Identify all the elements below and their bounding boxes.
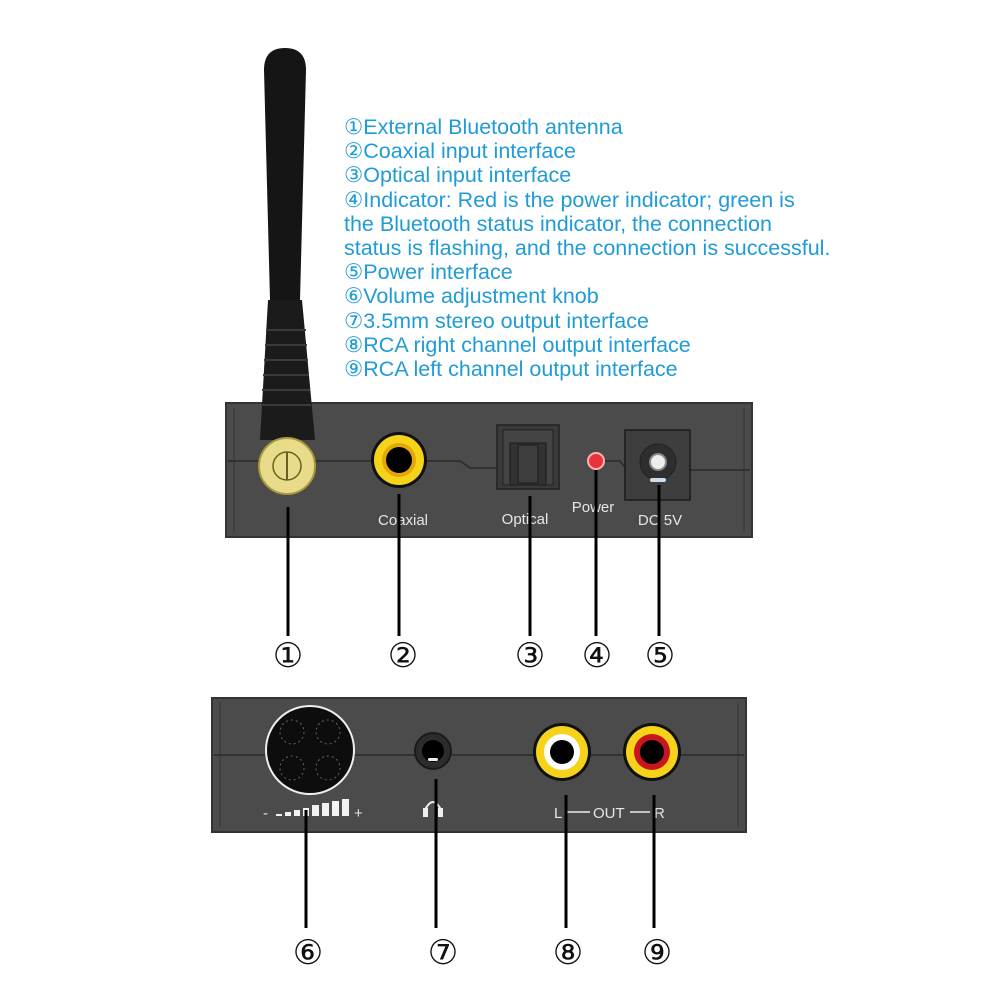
callout-9: ⑨ [642, 933, 672, 973]
callout-2: ② [388, 636, 418, 676]
legend-line: ⑤Power interface [344, 260, 513, 285]
power-label: Power [572, 499, 615, 516]
power-led-icon [587, 452, 605, 470]
left-label: L [554, 805, 562, 822]
headphone-icon [423, 801, 443, 817]
legend-line: ⑧RCA right channel output interface [344, 332, 691, 357]
bluetooth-antenna [258, 48, 316, 495]
right-label: R [654, 805, 665, 822]
legend-line: ⑥Volume adjustment knob [344, 284, 599, 309]
callout-8: ⑧ [553, 933, 583, 973]
optical-label: Optical [502, 511, 549, 528]
legend-line: ④Indicator: Red is the power indicator; … [344, 187, 795, 212]
legend-line: ①External Bluetooth antenna [344, 115, 623, 139]
legend-line: ⑨RCA left channel output interface [344, 357, 678, 382]
legend-line: ②Coaxial input interface [344, 139, 577, 164]
callout-7: ⑦ [428, 933, 458, 973]
legend-line: ⑦3.5mm stereo output interface [344, 308, 649, 333]
back-callout-lines [304, 779, 656, 928]
callout-4: ④ [582, 636, 612, 676]
rca-left-port [533, 723, 591, 781]
headphone-jack [414, 732, 452, 770]
volume-knob [265, 705, 355, 795]
legend-line: ③Optical input interface [344, 163, 572, 188]
coaxial-label: Coaxial [378, 512, 428, 529]
legend: ①External Bluetooth antenna ②Coaxial inp… [344, 115, 830, 381]
callout-1: ① [273, 636, 303, 676]
volume-plus-label: + [354, 805, 363, 822]
legend-line: the Bluetooth status indicator, the conn… [344, 211, 772, 236]
legend-line: status is flashing, and the connection i… [344, 236, 831, 261]
coaxial-port [371, 432, 427, 488]
callout-3: ③ [515, 636, 545, 676]
optical-port [496, 424, 560, 490]
out-label: OUT [593, 805, 625, 822]
callout-5: ⑤ [645, 636, 675, 676]
volume-minus-label: - [263, 805, 268, 822]
callout-6: ⑥ [293, 933, 323, 973]
front-callout-lines [286, 470, 661, 636]
rca-right-port [623, 723, 681, 781]
